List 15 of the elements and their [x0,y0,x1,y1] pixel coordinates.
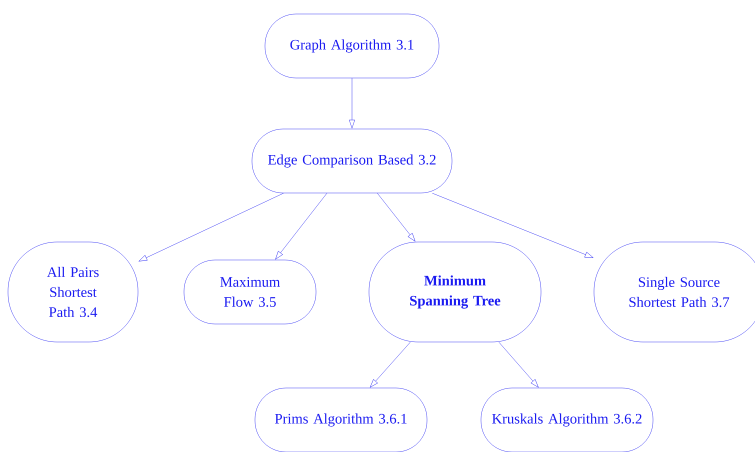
rounded-box: All Pairs Shortest Path 3.4 [8,242,138,342]
rounded-box: Prims Algorithm 3.6.1 [254,388,428,452]
rounded-box: Edge Comparison Based 3.2 [252,128,452,194]
rounded-box: Maximum Flow 3.5 [184,260,316,324]
arrow [432,193,594,258]
arrow [349,78,355,128]
arrow [498,342,539,388]
rounded-box: Graph Algorithm 3.1 [264,14,440,78]
arrow [377,193,416,242]
rounded-box: Single Source Shortest Path 3.7 [594,242,755,342]
arrow [275,193,328,260]
arrow [138,193,284,262]
rounded-box: Minimum Spanning Tree [368,242,542,342]
rounded-box: Kruskals Algorithm 3.6.2 [480,388,654,452]
arrow [370,342,410,388]
